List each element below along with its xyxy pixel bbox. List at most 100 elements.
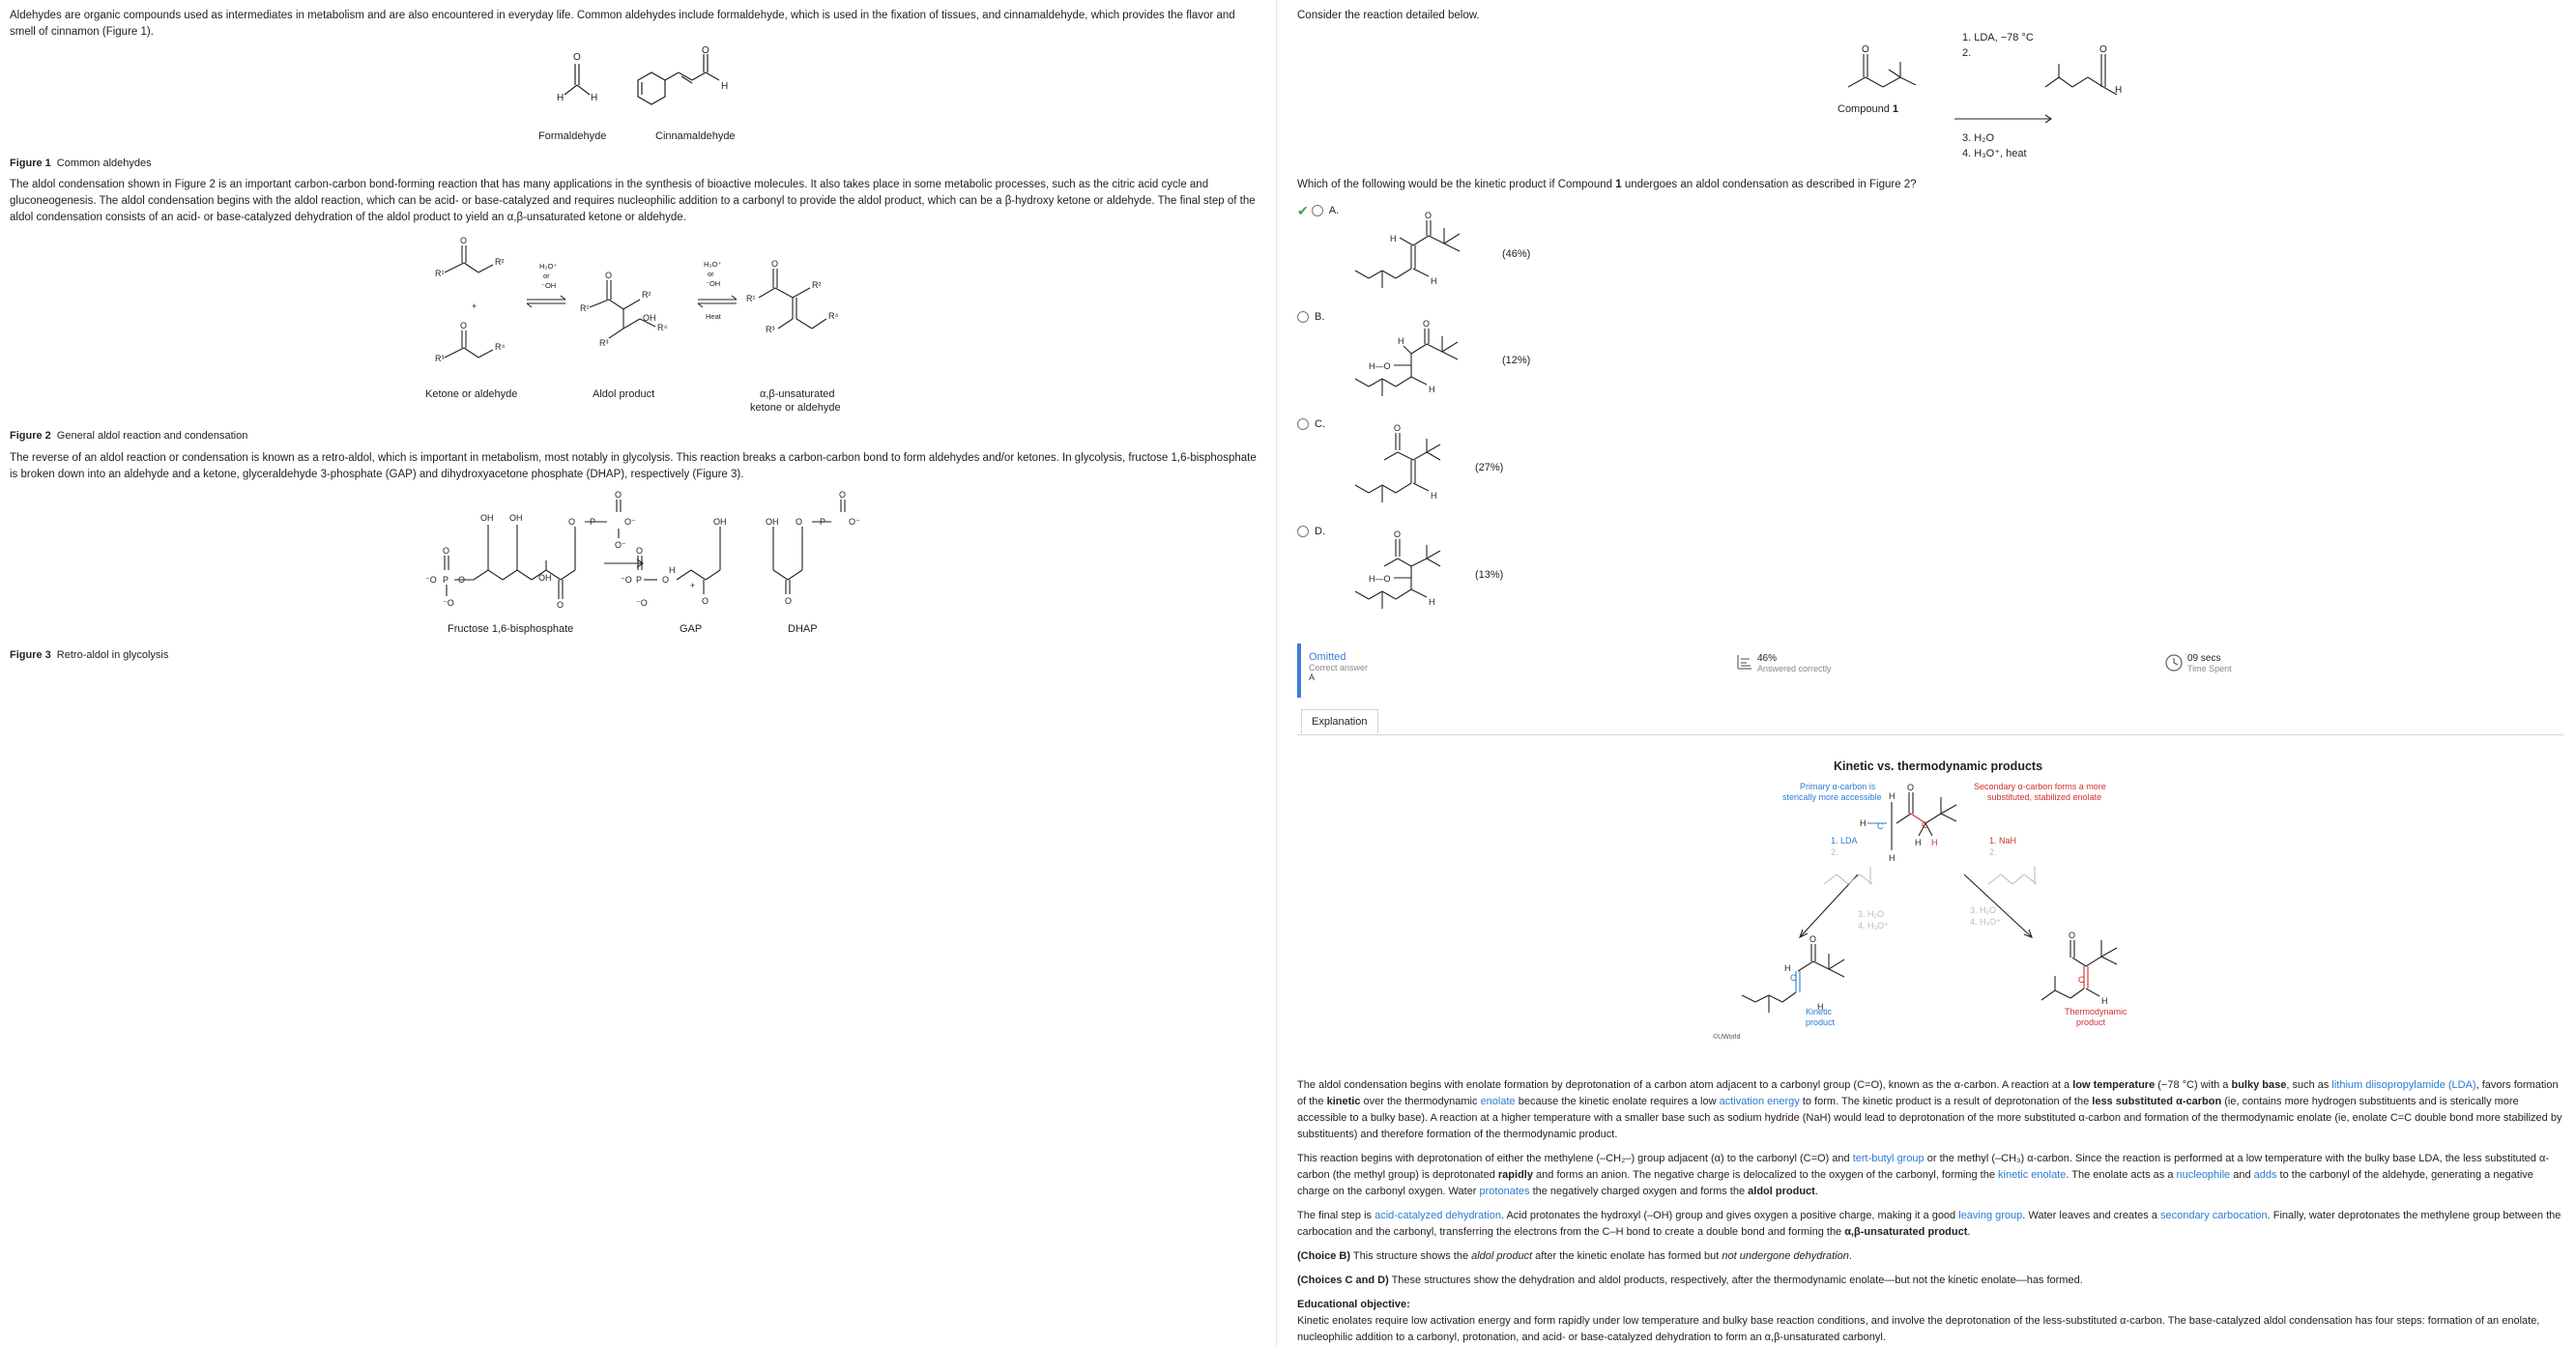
svg-text:C: C — [1790, 973, 1797, 983]
svg-text:H: H — [669, 565, 676, 575]
fig2-reagent-3: ⁻OH — [541, 281, 556, 290]
svg-text:O: O — [1862, 44, 1869, 55]
svg-text:H: H — [1429, 385, 1435, 394]
svg-text:H: H — [2115, 85, 2122, 96]
thermo-reagent-3: 3. H₂O — [1970, 905, 1996, 915]
fig2-label-ketone: Ketone or aldehyde — [425, 388, 518, 400]
svg-text:H: H — [1817, 1002, 1824, 1012]
svg-text:C: C — [1922, 820, 1928, 830]
correct-check-icon: ✔ — [1297, 203, 1309, 218]
svg-text:O: O — [771, 259, 778, 269]
fig2-reagent-6: ⁻OH — [706, 279, 720, 288]
link-kinetic-enolate[interactable]: kinetic enolate — [1998, 1169, 2067, 1181]
svg-text:O: O — [460, 236, 467, 245]
svg-text:H: H — [1889, 791, 1896, 801]
answered-pct: 46% — [1757, 653, 1778, 664]
svg-text:H: H — [591, 93, 597, 103]
condition-4: 4. H₃O⁺, heat — [1962, 148, 2027, 159]
explanation-body: The aldol condensation begins with enola… — [1297, 1077, 2563, 1346]
fig3-label-fructose: Fructose 1,6-bisphosphate — [448, 623, 574, 635]
kinetic-label-2: product — [1806, 1017, 1836, 1027]
fig2-label-unsat-2: ketone or aldehyde — [750, 402, 841, 414]
question-stem: Consider the reaction detailed below. — [1297, 10, 1480, 21]
svg-text:OH: OH — [509, 513, 523, 523]
choice-a[interactable]: ✔ A. — [1297, 203, 1340, 218]
bar-chart-icon — [1737, 655, 1751, 670]
svg-text:H: H — [721, 81, 728, 92]
choice-b[interactable]: B. — [1297, 311, 1324, 323]
kinetic-reagent-1: 1. LDA — [1831, 836, 1858, 845]
svg-text:R⁴: R⁴ — [657, 323, 667, 332]
svg-text:O⁻: O⁻ — [624, 517, 636, 527]
svg-text:O: O — [443, 546, 449, 556]
svg-text:O: O — [785, 596, 792, 606]
svg-text:R²: R² — [642, 290, 651, 300]
choice-a-pct: (46%) — [1502, 248, 1531, 260]
link-acid-dehydration[interactable]: acid-catalyzed dehydration — [1375, 1210, 1501, 1221]
figure-3-num: Figure 3 — [10, 649, 51, 661]
svg-text:O: O — [662, 575, 669, 585]
svg-text:O: O — [1394, 423, 1401, 433]
time-label: Time Spent — [2187, 664, 2232, 673]
thermo-reagent-2: 2. — [1989, 847, 1997, 857]
svg-text:OH: OH — [538, 573, 552, 583]
svg-text:H: H — [1429, 597, 1435, 607]
link-lda[interactable]: lithium diisopropylamide (LDA) — [2331, 1079, 2476, 1091]
educational-objective-text: Kinetic enolates require low activation … — [1297, 1315, 2540, 1343]
link-nucleophile[interactable]: nucleophile — [2176, 1169, 2231, 1181]
thermo-reagent-1: 1. NaH — [1989, 836, 2016, 845]
svg-text:O: O — [573, 52, 581, 63]
svg-text:OH: OH — [643, 313, 656, 323]
choice-c-letter: C. — [1315, 418, 1325, 430]
link-activation-energy[interactable]: activation energy — [1719, 1096, 1800, 1107]
figure-2-text: General aldol reaction and condensation — [56, 430, 248, 442]
choice-c-radio[interactable] — [1297, 418, 1309, 430]
svg-text:R⁴: R⁴ — [828, 311, 838, 321]
link-secondary-carbocation[interactable]: secondary carbocation — [2159, 1210, 2268, 1221]
pane-divider[interactable] — [1276, 0, 1277, 1346]
svg-text:P: P — [636, 575, 642, 585]
svg-text:O⁻: O⁻ — [615, 540, 626, 550]
kinetic-reagent-4: 4. H₃O⁺ — [1858, 921, 1889, 931]
svg-text:R²: R² — [812, 280, 822, 290]
svg-text:H: H — [557, 93, 564, 103]
stats-bar: Omitted Correct answer A 46% Answered co… — [1297, 644, 2567, 698]
link-tert-butyl[interactable]: tert-butyl group — [1852, 1153, 1925, 1164]
expl-para-3: The final step is acid-catalyzed dehydra… — [1297, 1210, 2562, 1238]
condition-1: 1. LDA, −78 °C — [1962, 32, 2034, 43]
choice-d-radio[interactable] — [1297, 526, 1309, 537]
link-protonates[interactable]: protonates — [1479, 1186, 1530, 1197]
svg-text:R⁴: R⁴ — [495, 342, 505, 352]
choice-a-radio[interactable] — [1311, 205, 1323, 216]
svg-text:O: O — [2099, 44, 2107, 55]
svg-text:OH: OH — [766, 517, 779, 527]
choice-c[interactable]: C. — [1297, 418, 1325, 430]
choice-b-structure: OHH—OH — [1354, 319, 1459, 396]
educational-objective-title: Educational objective: — [1297, 1299, 1410, 1310]
link-enolate[interactable]: enolate — [1480, 1096, 1516, 1107]
svg-text:⁻O: ⁻O — [443, 598, 454, 608]
svg-text:O: O — [2069, 931, 2075, 940]
svg-text:⁻O: ⁻O — [621, 575, 632, 585]
choice-a-letter: A. — [1328, 205, 1340, 216]
thermo-label-1: Thermodynamic — [2065, 1007, 2127, 1017]
svg-text:O: O — [1423, 319, 1430, 329]
link-leaving-group[interactable]: leaving group — [1958, 1210, 2023, 1221]
svg-text:C: C — [1877, 821, 1884, 831]
svg-text:OH: OH — [713, 517, 727, 527]
fig2-reagent-2: or — [543, 272, 550, 280]
svg-text:+: + — [472, 301, 477, 311]
svg-text:O: O — [702, 596, 709, 606]
choice-b-radio[interactable] — [1297, 311, 1309, 323]
choice-d-structure: OH—OH — [1354, 530, 1441, 609]
tab-explanation[interactable]: Explanation — [1301, 709, 1378, 733]
svg-text:O: O — [1809, 934, 1816, 944]
link-adds[interactable]: adds — [2253, 1169, 2277, 1181]
correct-answer-label: Correct answer — [1309, 663, 1369, 673]
svg-text:O: O — [1394, 530, 1401, 539]
choice-d[interactable]: D. — [1297, 526, 1325, 537]
thermo-label-2: product — [2076, 1017, 2106, 1027]
tab-divider — [1297, 734, 2563, 735]
